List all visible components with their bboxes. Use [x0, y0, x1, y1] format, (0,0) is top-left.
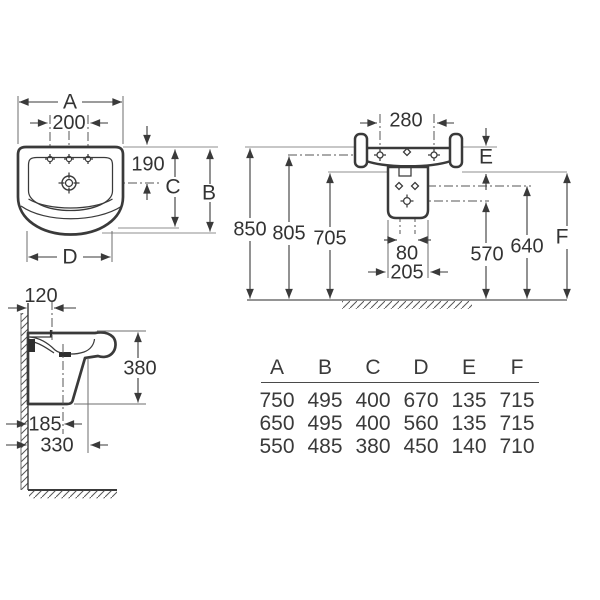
table-header-c: C — [365, 356, 381, 379]
basin-left-flange — [353, 132, 369, 169]
side-section-view: 120 380 185 330 — [6, 285, 157, 499]
table-cell: 715 — [499, 412, 535, 435]
table-header-f: F — [510, 356, 524, 379]
dim-label-fixture-height: 380 — [123, 358, 156, 380]
table-cell: 710 — [499, 435, 535, 458]
basin-right-flange — [448, 132, 464, 169]
table-cell: 550 — [259, 435, 295, 458]
dim-label-height-pedestal-holes: 640 — [510, 236, 543, 258]
table-cell: 670 — [403, 389, 439, 412]
table-header-e: E — [461, 356, 476, 379]
table-cell: 495 — [307, 412, 343, 435]
dim-label-tap-spacing: 200 — [52, 112, 85, 134]
dim-label-overall-width: A — [63, 91, 77, 114]
table-cell: 495 — [307, 389, 343, 412]
table-cell: 380 — [355, 435, 391, 458]
floor-hatch — [342, 300, 472, 309]
basin-profile-outline — [26, 331, 117, 406]
floor-hatch-side — [29, 490, 117, 499]
table-cell: 715 — [499, 389, 535, 412]
dim-label-tap-from-wall: 120 — [24, 285, 57, 307]
table-cell: 750 — [259, 389, 295, 412]
basin-bowl-plan — [27, 156, 114, 212]
dim-label-overall-depth: B — [202, 182, 216, 205]
fixing-holes — [374, 147, 440, 161]
dim-label-fixing-spacing: 280 — [389, 110, 422, 132]
plan-view: A 200 190 C B D — [16, 91, 218, 269]
dim-label-drain-from-wall: 185 — [28, 414, 61, 436]
dim-label-rim-thickness: E — [479, 146, 493, 169]
dim-label-height-overall: 850 — [233, 219, 266, 241]
dim-label-height-under-rim: 705 — [313, 228, 346, 250]
dim-label-pedestal-width: 205 — [390, 262, 423, 284]
dim-label-rim-to-tap: 190 — [131, 154, 164, 176]
basin-outline-plan — [16, 145, 125, 236]
waste-hole — [58, 172, 80, 194]
dim-label-height-fixing: 805 — [272, 223, 305, 245]
table-cell: 400 — [355, 412, 391, 435]
table-header-rule — [261, 382, 539, 383]
table-cell: 650 — [259, 412, 295, 435]
dim-label-height-drain: 570 — [470, 244, 503, 266]
overflow-notch — [398, 168, 412, 177]
table-cell: 560 — [403, 412, 439, 435]
dim-label-front-width: D — [62, 246, 77, 269]
rear-elevation-view: 280 E 850 805 705 570 640 F 80 — [233, 110, 571, 309]
dim-label-fixing-from-wall: 330 — [40, 435, 73, 457]
table-cell: 485 — [307, 435, 343, 458]
table-cell: 400 — [355, 389, 391, 412]
wall-hatch — [21, 313, 28, 490]
wall-bracket — [28, 339, 35, 352]
table-header-d: D — [413, 356, 429, 379]
pedestal-holes — [394, 181, 420, 208]
dim-label-bowl-depth: C — [165, 176, 180, 199]
tap-holes — [45, 154, 93, 164]
dim-label-pedestal-hole-spacing: 80 — [396, 243, 418, 265]
table-cell: 135 — [451, 389, 487, 412]
dim-label-height-front: F — [556, 226, 569, 249]
table-cell: 140 — [451, 435, 487, 458]
table-cell: 450 — [403, 435, 439, 458]
semi-pedestal — [386, 165, 430, 220]
table-cell: 135 — [451, 412, 487, 435]
dimensions-table: A B C D E F 750 495 400 670 135 715 650 … — [253, 355, 541, 458]
table-header-b: B — [317, 356, 332, 379]
drain-fitting — [59, 352, 71, 357]
table-header-a: A — [269, 356, 284, 379]
